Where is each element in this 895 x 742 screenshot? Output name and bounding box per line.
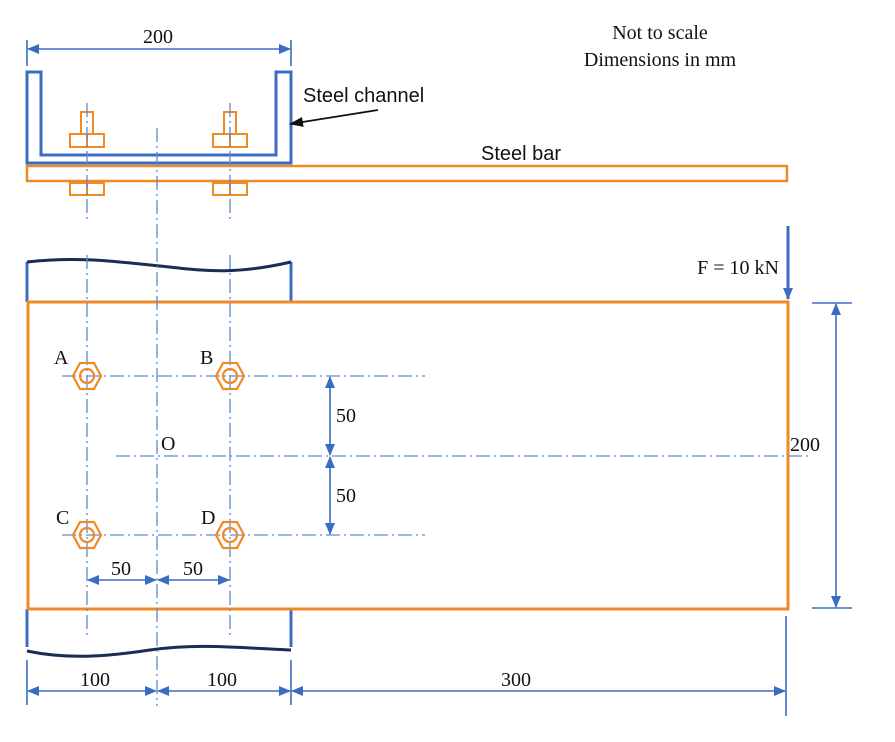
dim-upper-50: 50 bbox=[336, 405, 356, 427]
dim-right-50: 50 bbox=[183, 558, 203, 580]
dim-left-50: 50 bbox=[111, 558, 131, 580]
steel-bar-section bbox=[25, 164, 789, 183]
label-steel-channel: Steel channel bbox=[303, 85, 424, 107]
note-units: Dimensions in mm bbox=[584, 49, 737, 71]
bolt-d bbox=[214, 520, 246, 550]
label-force: F = 10 kN bbox=[697, 257, 779, 279]
steel-channel-section bbox=[25, 70, 293, 165]
pointer-steel-channel bbox=[289, 109, 379, 127]
dim-bottom-left: 100 bbox=[80, 669, 110, 691]
bolt-c bbox=[71, 520, 103, 550]
label-steel-bar: Steel bar bbox=[481, 143, 561, 165]
section-view: 200 Steel channel Steel bar Not to scale… bbox=[25, 22, 789, 196]
dim-bottom-mid: 100 bbox=[207, 669, 237, 691]
note-not-to-scale: Not to scale bbox=[612, 22, 708, 44]
dim-lower-50: 50 bbox=[336, 485, 356, 507]
label-bolt-c: C bbox=[56, 507, 69, 529]
dim-channel-width: 200 bbox=[143, 26, 173, 48]
dim-bottom-right: 300 bbox=[501, 669, 531, 691]
front-view: A B C D O 50 50 50 50 200 F = 10 kN 100 … bbox=[25, 103, 852, 716]
label-centroid-o: O bbox=[161, 433, 175, 455]
label-bolt-d: D bbox=[201, 507, 215, 529]
break-line-bottom bbox=[26, 644, 292, 658]
label-bolt-b: B bbox=[200, 347, 213, 369]
steel-channel-front bbox=[25, 257, 293, 658]
bolt-a bbox=[71, 361, 103, 391]
dim-bar-height: 200 bbox=[790, 434, 820, 456]
label-bolt-a: A bbox=[54, 347, 69, 369]
bolt-b bbox=[214, 361, 246, 391]
break-line-top bbox=[26, 257, 292, 273]
